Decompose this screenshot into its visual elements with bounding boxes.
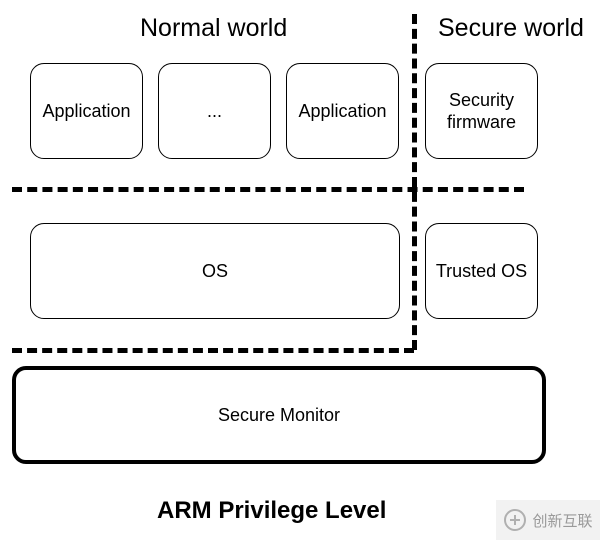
layer-divider-line-bottom [12,348,414,353]
application-box-left: Application [30,63,143,159]
world-divider-line [412,14,417,350]
trusted-os-box: Trusted OS [425,223,538,319]
security-firmware-box: Security firmware [425,63,538,159]
swirl-logo-icon [504,509,527,531]
diagram-caption: ARM Privilege Level [157,497,387,524]
watermark: 创新互联 [496,500,600,540]
ellipsis-box: ... [158,63,271,159]
layer-divider-line-top [12,187,524,192]
secure-world-heading: Secure world [438,14,584,42]
secure-monitor-box: Secure Monitor [12,366,546,464]
watermark-text: 创新互联 [532,512,593,530]
normal-world-heading: Normal world [140,14,288,42]
os-box: OS [30,223,400,319]
application-box-right: Application [286,63,399,159]
